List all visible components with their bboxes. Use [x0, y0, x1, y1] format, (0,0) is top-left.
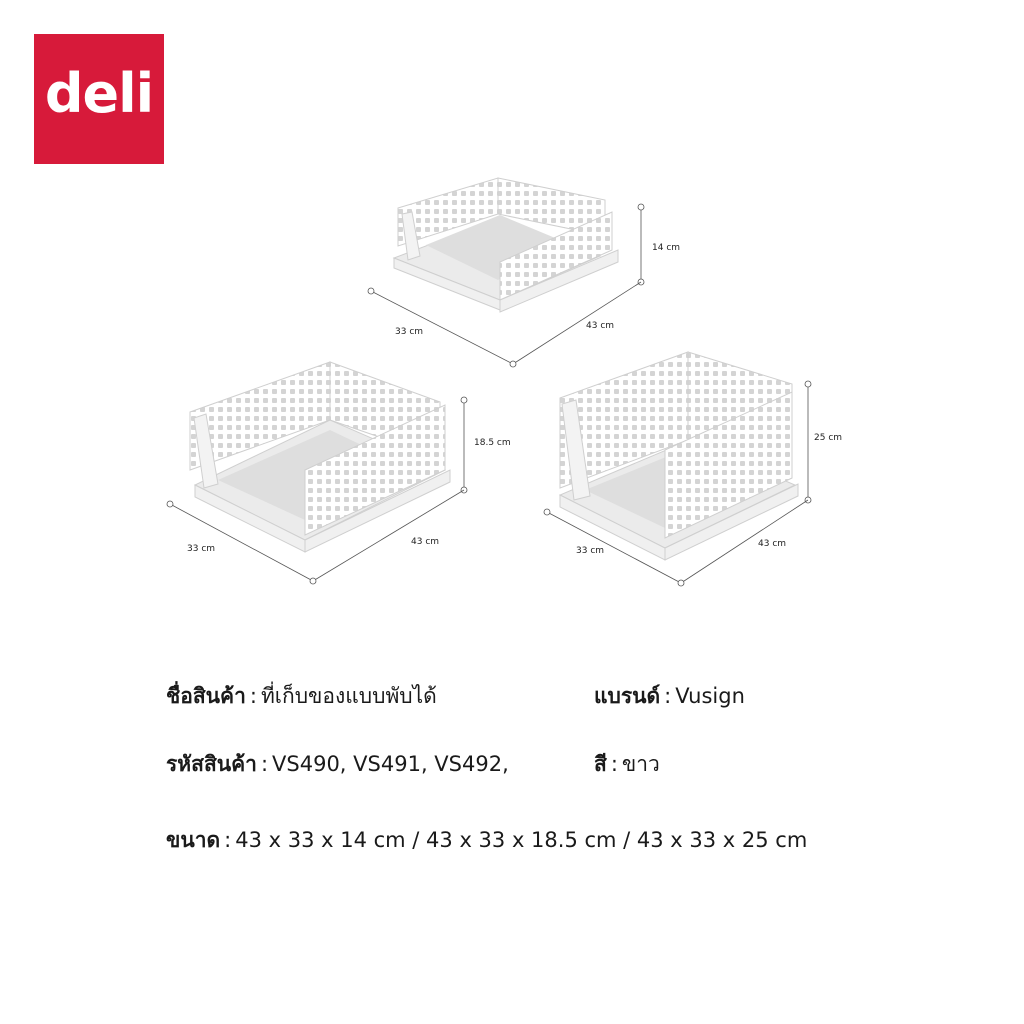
- dim-width-small: 43 cm: [586, 321, 615, 331]
- separator: :: [224, 828, 232, 852]
- basket-small: [392, 177, 619, 313]
- separator: :: [260, 752, 269, 776]
- dim-height-large: 25 cm: [814, 433, 843, 443]
- dim-depth-medium: 33 cm: [187, 544, 216, 554]
- spec-color-value: ขาว: [621, 752, 660, 776]
- spec-name-value: ที่เก็บของแบบพับได้: [260, 684, 437, 708]
- basket-medium: [189, 361, 451, 553]
- deli-logo: deli: [34, 34, 164, 164]
- separator: :: [610, 752, 618, 776]
- spec-row-size: ขนาด:43 x 33 x 14 cm / 43 x 33 x 18.5 cm…: [166, 826, 807, 854]
- spec-color-key: สี: [594, 752, 607, 776]
- spec-name-key: ชื่อสินค้า: [166, 684, 246, 708]
- dim-height-medium: 18.5 cm: [474, 438, 511, 448]
- basket-small-dimensions: [367, 203, 645, 368]
- spec-sku-key: รหัสสินค้า: [166, 752, 257, 776]
- spec-sku-value: VS490, VS491, VS492,: [272, 752, 509, 776]
- spec-size-value: 43 x 33 x 14 cm / 43 x 33 x 18.5 cm / 43…: [235, 828, 808, 852]
- basket-large-dimensions: [543, 380, 812, 587]
- dim-depth-large: 33 cm: [576, 546, 605, 556]
- dim-depth-small: 33 cm: [395, 327, 424, 337]
- dim-width-medium: 43 cm: [411, 537, 440, 547]
- basket-large: [558, 351, 799, 561]
- spec-row-brand: แบรนด์:Vusign: [594, 682, 745, 710]
- spec-brand-value: Vusign: [675, 684, 745, 708]
- dim-height-small: 14 cm: [652, 243, 681, 253]
- spec-size-key: ขนาด: [166, 828, 221, 852]
- spec-brand-key: แบรนด์: [594, 684, 661, 708]
- separator: :: [249, 684, 257, 708]
- dim-width-large: 43 cm: [758, 539, 787, 549]
- logo-text: deli: [44, 62, 154, 125]
- product-illustrations: [166, 177, 812, 587]
- basket-medium-dimensions: [166, 396, 468, 585]
- spec-row-color: สี:ขาว: [594, 750, 660, 778]
- spec-row-sku: รหัสสินค้า:VS490, VS491, VS492,: [166, 750, 509, 778]
- separator: :: [664, 684, 672, 708]
- spec-row-name-brand: ชื่อสินค้า:ที่เก็บของแบบพับได้: [166, 682, 437, 710]
